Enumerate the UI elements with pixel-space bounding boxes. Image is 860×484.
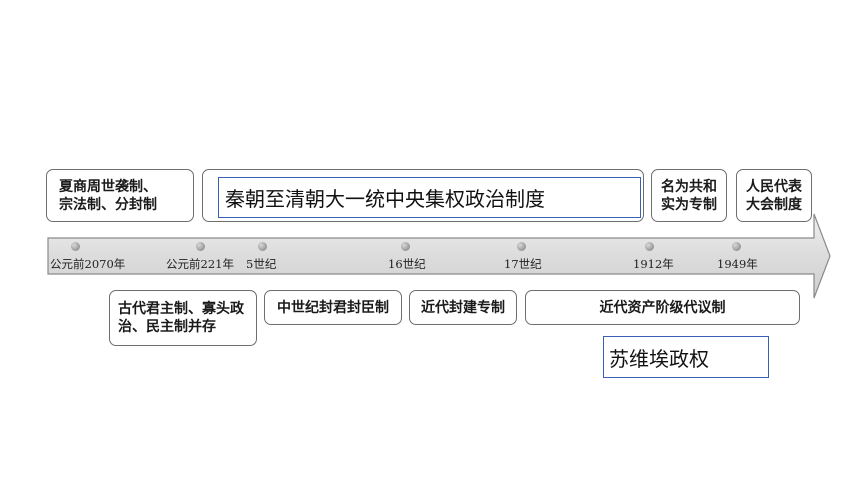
box-ancient-systems: 古代君主制、寡头政 治、民主制并存 bbox=[109, 290, 257, 346]
tick-label-17th-century: 17世纪 bbox=[504, 257, 542, 271]
box-soviet: 苏维埃政权 bbox=[603, 336, 769, 378]
timeline-dot bbox=[71, 242, 80, 251]
tick-label-16th-century: 16世纪 bbox=[388, 257, 426, 271]
timeline-arrow-shape bbox=[47, 213, 831, 299]
tick-label-1949: 1949年 bbox=[717, 257, 758, 271]
timeline-dot bbox=[517, 242, 526, 251]
timeline-dot bbox=[196, 242, 205, 251]
timeline-dot bbox=[258, 242, 267, 251]
qin-qing-label: 秦朝至清朝大一统中央集权政治制度 bbox=[218, 177, 641, 218]
box-nominal-republic: 名为共和 实为专制 bbox=[651, 169, 727, 222]
box-peoples-congress: 人民代表 大会制度 bbox=[736, 169, 812, 222]
tick-label-2070bc: 公元前2070年 bbox=[50, 257, 126, 271]
box-medieval: 中世纪封君封臣制 bbox=[264, 290, 402, 325]
box-xia-shang-zhou: 夏商周世袭制、 宗法制、分封制 bbox=[46, 169, 194, 222]
tick-label-1912: 1912年 bbox=[633, 257, 674, 271]
tick-label-221bc: 公元前221年 bbox=[166, 257, 234, 271]
tick-label-5th-century: 5世纪 bbox=[246, 257, 277, 271]
box-modern-feudal: 近代封建专制 bbox=[409, 290, 517, 325]
timeline-dot bbox=[732, 242, 741, 251]
box-modern-capitalist: 近代资产阶级代议制 bbox=[525, 290, 800, 325]
timeline-dot bbox=[645, 242, 654, 251]
timeline-dot bbox=[401, 242, 410, 251]
